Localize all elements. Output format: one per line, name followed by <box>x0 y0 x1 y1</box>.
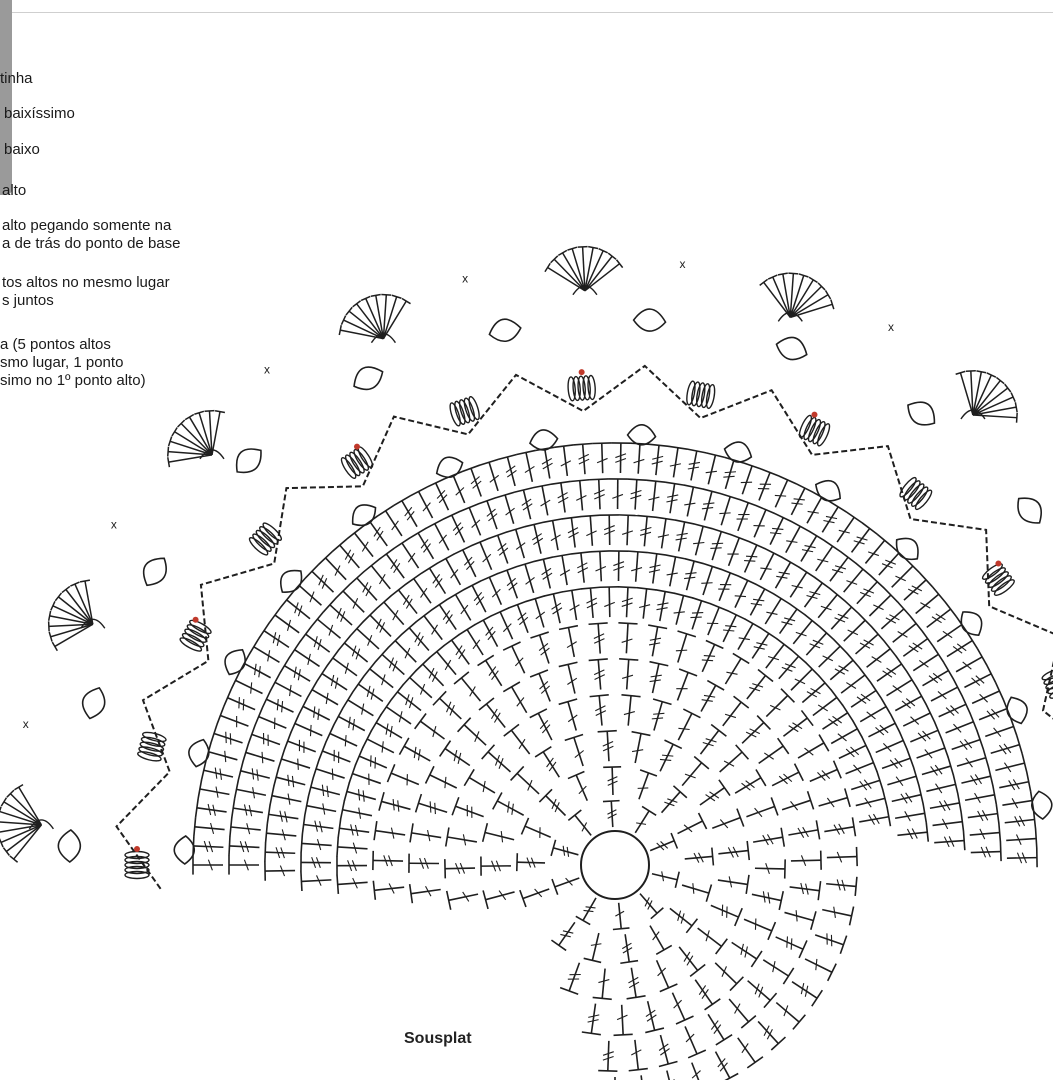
cluster <box>340 443 374 479</box>
leaf-motif <box>895 537 919 561</box>
leaf-motif <box>224 648 246 676</box>
cluster <box>567 369 596 402</box>
round-11 <box>192 442 1038 875</box>
legend-text: tinha <box>0 70 33 87</box>
leaf-motif <box>1017 497 1042 524</box>
cluster <box>137 731 167 762</box>
svg-text:x: x <box>888 320 894 334</box>
leaf-motif <box>632 308 667 332</box>
legend-item-shell: a (5 pontos altos smo lugar, 1 ponto sim… <box>0 336 146 390</box>
leaf-motif <box>626 424 657 446</box>
leaf-motif <box>235 448 262 474</box>
cluster <box>449 395 480 427</box>
legend-text: tos altos no mesmo lugar <box>2 274 170 291</box>
leaf-motif <box>775 336 808 361</box>
round-1 <box>550 799 680 931</box>
legend-text: a (5 pontos altos <box>0 336 111 353</box>
leaf-motif <box>960 611 983 637</box>
scallop-fan: x <box>544 245 685 296</box>
scallop-fan: x <box>955 370 1018 423</box>
top-divider <box>0 12 1053 13</box>
legend-item-cluster: tos altos no mesmo lugar s juntos <box>2 274 170 310</box>
window-edge <box>0 0 12 195</box>
svg-text:x: x <box>111 518 117 532</box>
leaf-motif <box>435 456 464 478</box>
scallop-fan: x <box>166 362 270 468</box>
leaf-motif <box>907 401 936 426</box>
legend-item-single-crochet: baixo <box>4 141 40 159</box>
leaf-motif <box>488 318 522 342</box>
leaf-motif <box>142 557 168 587</box>
cluster <box>899 476 933 511</box>
svg-text:x: x <box>679 257 685 271</box>
leaf-motif <box>1031 790 1053 820</box>
legend-item-back-loop: alto pegando somente na a de trás do pon… <box>2 217 180 253</box>
leaf-motif <box>351 504 377 527</box>
leaf-motif <box>723 441 753 463</box>
leaf-motif <box>57 829 82 863</box>
cluster <box>179 616 212 652</box>
legend-text: baixo <box>4 141 40 158</box>
legend-text: baixíssimo <box>4 105 75 122</box>
leaf-motif <box>173 835 196 865</box>
round-9 <box>264 514 966 881</box>
legend-item-double-crochet: alto <box>2 182 26 200</box>
svg-text:x: x <box>264 362 270 376</box>
legend-item-slip-stitch: baixíssimo <box>4 105 75 123</box>
cluster <box>981 560 1015 596</box>
leaf-motif <box>81 686 106 720</box>
stitch-legend: tinha baixíssimo baixo alto alto pegando… <box>0 0 260 420</box>
cluster <box>248 522 283 556</box>
scallop-fan: x <box>759 272 894 334</box>
legend-text: a de trás do ponto de base <box>2 235 181 252</box>
leaf-motif <box>528 429 559 451</box>
leaf-motif <box>353 366 384 391</box>
cluster <box>124 846 150 880</box>
scallop-fan: x <box>338 272 468 344</box>
round-2 <box>515 765 715 965</box>
legend-text: alto <box>2 182 27 199</box>
cluster <box>686 380 716 410</box>
leaf-motif <box>188 738 210 768</box>
diagram-caption: Sousplat <box>404 1030 472 1047</box>
leaf-motif <box>814 479 841 502</box>
legend-text: alto pegando somente na <box>2 217 172 234</box>
round-8 <box>300 550 930 892</box>
svg-text:x: x <box>23 717 29 731</box>
round-4 <box>444 694 786 1037</box>
leaf-motif <box>279 569 303 593</box>
scallop-fan: x <box>47 518 117 652</box>
scallop-fan: x <box>0 717 54 863</box>
round-6 <box>372 622 858 1080</box>
round-5 <box>408 658 822 1073</box>
legend-text: simo no 1º ponto alto) <box>0 372 146 389</box>
cluster <box>1041 667 1053 699</box>
cluster <box>798 411 831 447</box>
round-10 <box>228 478 1002 875</box>
legend-item-chain: tinha <box>0 70 33 88</box>
legend-text: smo lugar, 1 ponto <box>0 354 124 371</box>
center-ring <box>580 830 650 900</box>
round-3 <box>480 729 751 1001</box>
round-7 <box>336 586 892 895</box>
svg-text:x: x <box>462 272 468 286</box>
leaf-motif <box>1006 696 1028 725</box>
legend-text: s juntos <box>2 292 54 309</box>
